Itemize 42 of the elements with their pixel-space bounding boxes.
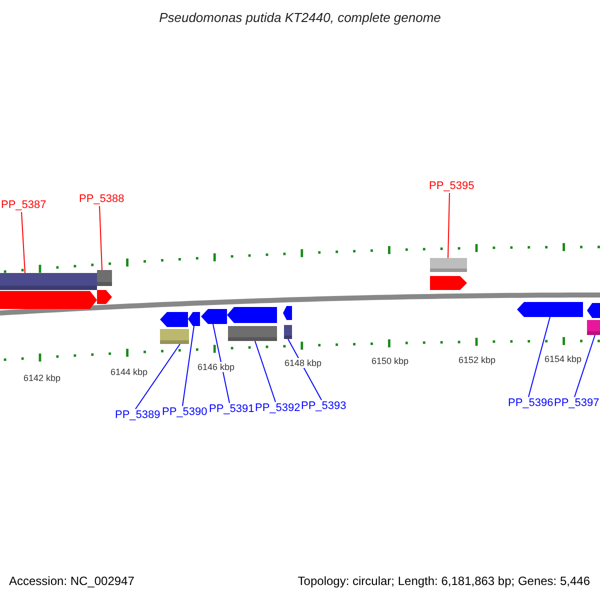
leader-line (182, 326, 194, 406)
accession-text: Accession: NC_002947 (9, 574, 134, 588)
gene-label: PP_5396 (508, 397, 554, 409)
gene-bar (97, 270, 112, 286)
gene-label: PP_5387 (1, 199, 46, 211)
gene-segment (188, 312, 200, 326)
title: Pseudomonas putida KT2440, complete genome (159, 10, 441, 25)
scale-label: 6154 kbp (543, 354, 583, 364)
leader-line (212, 324, 230, 404)
gene-label: PP_5397 (554, 397, 600, 409)
gene-bar (430, 258, 467, 272)
gene-bar (587, 320, 600, 335)
leader-line (99, 206, 102, 270)
gene-label: PP_5393 (301, 400, 346, 412)
gene-label: PP_5390 (162, 406, 208, 418)
genome-summary-text: Topology: circular; Length: 6,181,863 bp; Genes: 5,446 (298, 574, 590, 588)
gene-bar (160, 329, 189, 344)
gene-segment (97, 290, 112, 304)
leader-line (135, 344, 180, 410)
gene-segment (430, 276, 467, 290)
gene-bar (284, 325, 292, 339)
leader-line (254, 340, 276, 402)
scale-label: 6144 kbp (109, 367, 149, 377)
gene-segment (587, 303, 600, 318)
leader-line (21, 212, 26, 274)
scale-label: 6152 kbp (457, 355, 497, 365)
gene-bar (0, 273, 97, 290)
gene-label: PP_5389 (115, 409, 160, 421)
scale-label: 6142 kbp (22, 373, 62, 383)
scale-label: 6146 kbp (196, 362, 236, 372)
gene-bar (228, 326, 277, 341)
leader-line (448, 192, 450, 258)
gene-label: PP_5388 (79, 193, 124, 205)
gene-label: PP_5392 (255, 402, 300, 414)
gene-label: PP_5391 (209, 403, 254, 415)
scale-label: 6150 kbp (370, 356, 410, 366)
scale-label: 6148 kbp (283, 358, 323, 368)
leader-line (574, 334, 596, 398)
gene-label: PP_5395 (429, 180, 474, 192)
gene-segment (517, 302, 583, 317)
leader-line (528, 316, 550, 398)
gene-segment (283, 306, 292, 320)
